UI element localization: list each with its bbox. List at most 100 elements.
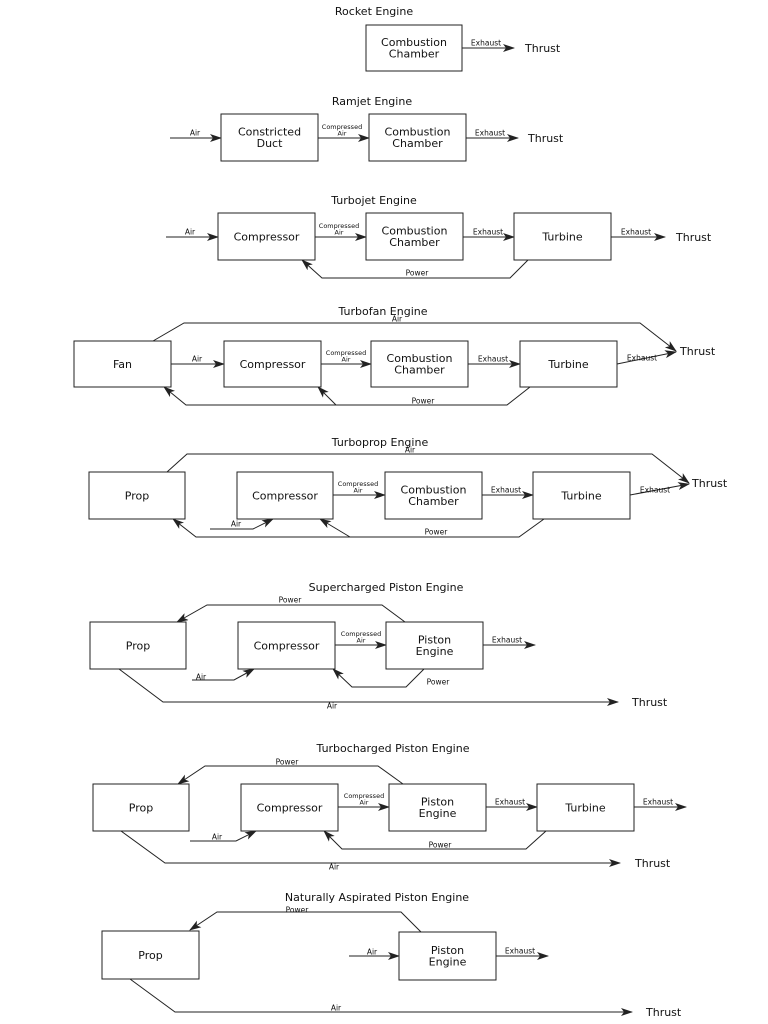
turbine-block	[536, 783, 635, 832]
prop-block-label: Prop	[125, 489, 149, 502]
compressor-block	[217, 212, 316, 261]
power-to-prop-arrow	[177, 765, 404, 785]
power-to-prop-arrow	[176, 604, 406, 623]
combustion-chamber-block	[368, 113, 467, 162]
air-flow-label: Air	[405, 446, 416, 455]
combustion-chamber-block	[384, 471, 483, 520]
prop-block	[89, 621, 187, 670]
thrust-label: Thrust	[634, 857, 671, 870]
turbine-block-label: Turbine	[541, 230, 583, 243]
air-flow-label: Air	[329, 863, 340, 872]
prop-block	[101, 930, 200, 980]
exhaust-flow-label: Exhaust	[475, 129, 505, 138]
power-to-fan-arrow	[163, 386, 531, 406]
air-flow-label: Air	[231, 520, 242, 529]
thrust-label: Thrust	[527, 132, 564, 145]
compressor-block	[223, 340, 322, 388]
air-flow-label: Air	[192, 355, 203, 364]
air-flow-label: Air	[190, 129, 201, 138]
combustion-chamber-block	[365, 24, 463, 72]
diagram-title: Turbocharged Piston Engine	[316, 742, 470, 755]
exhaust-flow-label: Exhaust	[471, 39, 501, 48]
piston-engine-block	[398, 931, 497, 981]
air-flow-label: Air	[327, 702, 338, 711]
prop-air-arrow	[118, 668, 619, 706]
power-to-compressor-arrow	[323, 830, 547, 850]
power-arrow	[301, 259, 529, 279]
turbine-block	[513, 212, 612, 261]
combustion-chamber-block	[370, 340, 469, 388]
exhaust-flow-label: Exhaust	[643, 798, 673, 807]
air-inlet-arrow	[210, 518, 274, 530]
compressor-block-label: Compressor	[240, 358, 306, 371]
power-flow-label: Power	[276, 758, 300, 767]
thrust-label: Thrust	[645, 1006, 682, 1019]
power-flow-label: Power	[429, 841, 453, 850]
exhaust-flow-label: Exhaust	[495, 798, 525, 807]
prop-block-label: Prop	[138, 949, 162, 962]
power-to-prop-arrow	[189, 911, 422, 933]
fan-block	[73, 340, 172, 388]
fan-block-label: Fan	[113, 358, 132, 371]
fan-air-arrow	[152, 322, 677, 352]
prop-block	[92, 783, 190, 832]
combustion-chamber-block	[365, 212, 464, 261]
air-flow-label: Air	[367, 948, 378, 957]
air-flow-label: Air	[331, 1004, 342, 1013]
turbine-block-label: Turbine	[560, 489, 602, 502]
thrust-label: Thrust	[675, 231, 712, 244]
air-flow-label: Air	[212, 833, 223, 842]
power-flow-label: Power	[425, 528, 449, 537]
compressor-block	[237, 621, 336, 670]
thrust-label: Thrust	[524, 42, 561, 55]
turbine-block	[519, 340, 618, 388]
air-flow-label: Air	[392, 315, 403, 324]
thrust-label: Thrust	[691, 477, 728, 490]
exhaust-flow-label: Exhaust	[640, 486, 670, 495]
diagram-title: Ramjet Engine	[332, 95, 412, 108]
air-flow-label: Air	[185, 228, 196, 237]
diagram-title: Turbofan Engine	[337, 305, 427, 318]
prop-air-arrow	[166, 453, 690, 484]
power-to-compressor-arrow	[319, 518, 351, 538]
exhaust-flow-label: Exhaust	[491, 486, 521, 495]
diagram-title: Turboprop Engine	[331, 436, 429, 449]
power-flow-label: Power	[279, 596, 303, 605]
prop-air-arrow	[129, 978, 633, 1016]
constricted-duct-block	[220, 113, 319, 162]
power-flow-label: Power	[406, 269, 430, 278]
power-flow-label: Power	[286, 906, 310, 915]
exhaust-flow-label: Exhaust	[473, 228, 503, 237]
thrust-label: Thrust	[679, 345, 716, 358]
power-to-compressor-arrow	[332, 668, 425, 688]
exhaust-arrow	[616, 350, 677, 365]
air-inlet-arrow	[190, 830, 257, 842]
exhaust-flow-label: Exhaust	[505, 947, 535, 956]
prop-block	[88, 471, 186, 520]
compressor-block-label: Compressor	[257, 801, 323, 814]
power-to-prop-arrow	[172, 518, 545, 538]
exhaust-flow-label: Exhaust	[478, 355, 508, 364]
compressor-block	[236, 471, 334, 520]
air-inlet-arrow	[192, 668, 255, 681]
exhaust-arrow	[629, 482, 690, 496]
compressor-block	[240, 783, 339, 832]
diagram-title: Rocket Engine	[335, 5, 413, 18]
piston-engine-block	[385, 621, 484, 670]
compressor-block-label: Compressor	[254, 639, 320, 652]
piston-engine-block	[388, 783, 487, 832]
power-flow-label: Power	[427, 678, 451, 687]
power-to-compressor-arrow	[317, 386, 337, 406]
